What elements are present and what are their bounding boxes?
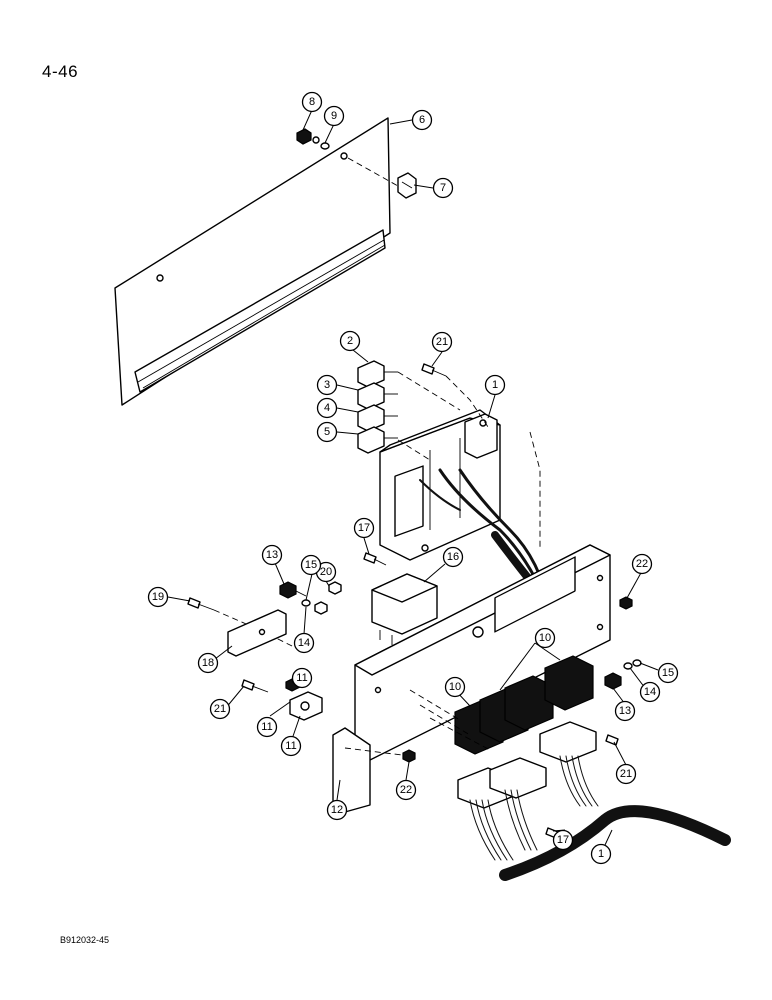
svg-text:11: 11 <box>296 672 307 684</box>
fuse-4 <box>357 404 398 432</box>
svg-text:15: 15 <box>305 559 317 571</box>
callout-11: 11 <box>280 735 302 757</box>
callout-3: 3 <box>316 374 338 396</box>
svg-text:21: 21 <box>214 703 226 715</box>
callout-14: 14 <box>293 632 315 654</box>
svg-text:5: 5 <box>324 426 330 438</box>
callout-21: 21 <box>615 763 637 785</box>
screw <box>363 552 387 566</box>
svg-text:13: 13 <box>619 705 631 717</box>
callout-10: 10 <box>444 676 466 698</box>
page-number: 4-46 <box>42 62 79 81</box>
svg-text:12: 12 <box>331 804 343 816</box>
svg-text:10: 10 <box>449 681 461 693</box>
nut <box>402 749 416 763</box>
callout-10: 10 <box>534 627 556 649</box>
washer <box>301 599 311 607</box>
callout-2: 2 <box>339 330 361 352</box>
relay <box>504 675 554 731</box>
callout-7: 7 <box>432 177 454 199</box>
svg-text:19: 19 <box>152 591 164 603</box>
callout-1: 1 <box>590 843 612 865</box>
callout-15: 15 <box>657 662 679 684</box>
callout-4: 4 <box>316 397 338 419</box>
washer <box>632 659 642 667</box>
screw <box>187 597 215 611</box>
svg-text:20: 20 <box>320 566 332 578</box>
plate <box>332 727 371 813</box>
callout-19: 19 <box>147 586 169 608</box>
svg-text:17: 17 <box>557 834 569 846</box>
callout-11: 11 <box>256 716 278 738</box>
svg-text:14: 14 <box>644 686 656 698</box>
relay <box>544 655 594 711</box>
fuse-2 <box>357 360 398 388</box>
screw <box>241 679 269 693</box>
svg-text:13: 13 <box>266 549 278 561</box>
callout-21: 21 <box>209 698 231 720</box>
callout-22: 22 <box>395 779 417 801</box>
callout-8: 8 <box>301 91 323 113</box>
svg-text:16: 16 <box>447 551 459 563</box>
callout-11: 11 <box>291 667 313 689</box>
svg-text:22: 22 <box>400 784 412 796</box>
nut <box>328 581 342 595</box>
callout-21: 21 <box>431 331 453 353</box>
fuse-3 <box>357 382 398 410</box>
bolt <box>604 672 622 690</box>
callout-15: 15 <box>300 554 322 576</box>
svg-text:6: 6 <box>419 114 425 126</box>
cover-panel <box>114 117 391 406</box>
svg-text:18: 18 <box>202 657 214 669</box>
washer <box>320 142 330 150</box>
connector-housing <box>379 409 501 561</box>
callout-12: 12 <box>326 799 348 821</box>
relay-socket <box>457 721 597 809</box>
knob-fastener <box>296 128 320 145</box>
svg-text:21: 21 <box>436 336 448 348</box>
svg-text:17: 17 <box>358 522 370 534</box>
washer <box>623 662 633 670</box>
callout-17: 17 <box>353 517 375 539</box>
callout-13: 13 <box>614 700 636 722</box>
svg-text:22: 22 <box>636 558 648 570</box>
svg-text:7: 7 <box>440 182 446 194</box>
svg-text:10: 10 <box>539 632 551 644</box>
svg-text:11: 11 <box>261 721 272 733</box>
fuse-5 <box>357 426 398 454</box>
flasher-module <box>371 573 438 645</box>
svg-text:9: 9 <box>331 110 337 122</box>
svg-text:8: 8 <box>309 96 315 108</box>
screw <box>421 363 447 377</box>
callout-9: 9 <box>323 105 345 127</box>
svg-text:21: 21 <box>620 768 632 780</box>
svg-text:1: 1 <box>492 379 498 391</box>
clamp <box>289 691 323 721</box>
callout-17: 17 <box>552 829 574 851</box>
callout-16: 16 <box>442 546 464 568</box>
callout-13: 13 <box>261 544 283 566</box>
callout-14: 14 <box>639 681 661 703</box>
bolt <box>279 581 307 599</box>
svg-text:14: 14 <box>298 637 310 649</box>
panel-clip <box>397 172 417 199</box>
callout-18: 18 <box>197 652 219 674</box>
callout-1: 1 <box>484 374 506 396</box>
nut <box>314 601 328 615</box>
nut <box>619 596 633 610</box>
callout-5: 5 <box>316 421 338 443</box>
screw <box>605 734 619 746</box>
svg-text:15: 15 <box>662 667 674 679</box>
svg-text:4: 4 <box>324 402 330 414</box>
svg-text:1: 1 <box>598 848 604 860</box>
bracket <box>227 609 287 657</box>
callout-6: 6 <box>411 109 433 131</box>
svg-text:11: 11 <box>285 740 296 752</box>
svg-text:2: 2 <box>347 335 353 347</box>
svg-text:3: 3 <box>324 379 330 391</box>
callout-22: 22 <box>631 553 653 575</box>
figure-code: B912032-45 <box>60 935 110 945</box>
